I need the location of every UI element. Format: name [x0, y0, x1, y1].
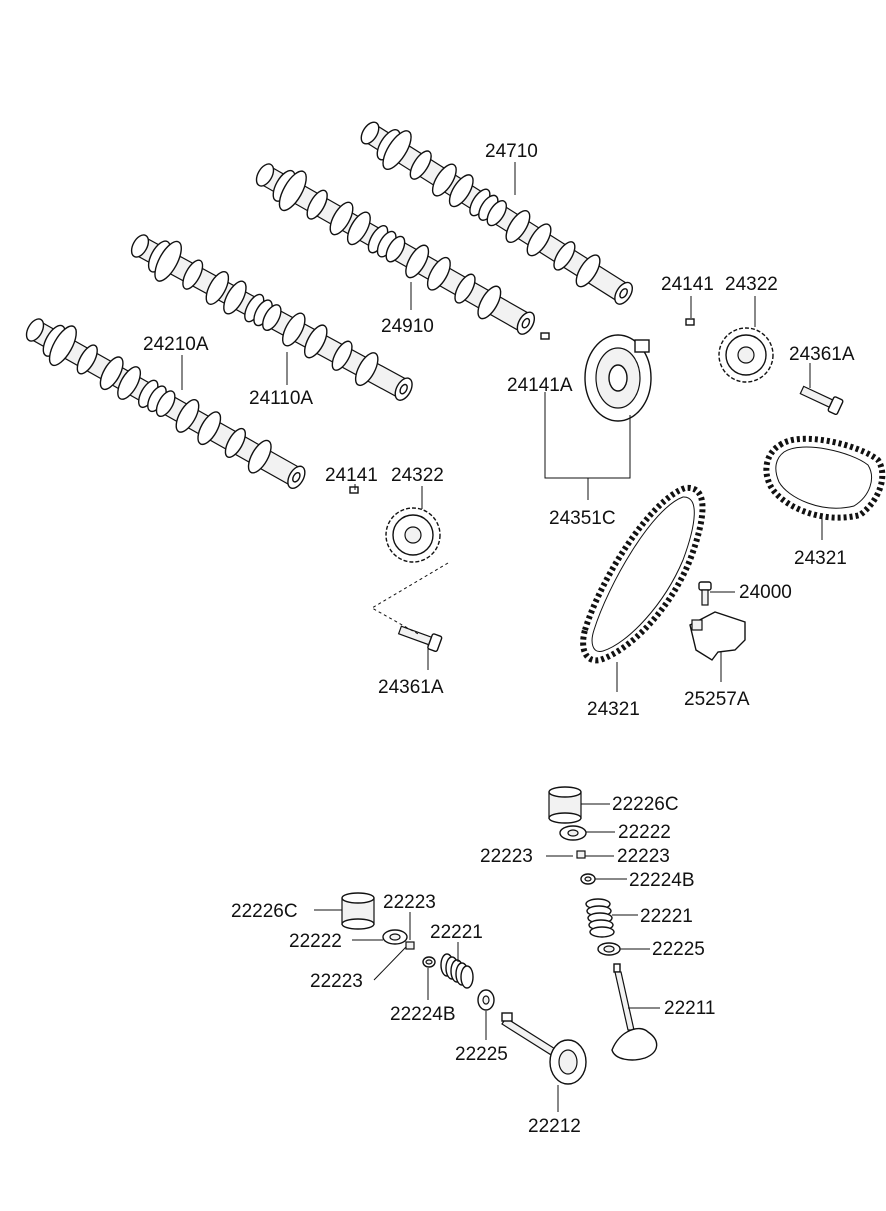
label-22225-right: 22225	[652, 939, 705, 960]
label-24321-right: 24321	[794, 548, 847, 569]
label-22222-right: 22222	[618, 822, 671, 843]
label-22212: 22212	[528, 1116, 581, 1137]
label-22223-right-left: 22223	[480, 846, 533, 867]
label-24000: 24000	[739, 582, 792, 603]
lifter-22226C-right	[548, 786, 582, 824]
label-24321-mid: 24321	[587, 699, 640, 720]
label-22221-right: 22221	[640, 906, 693, 927]
label-22225-left: 22225	[455, 1044, 508, 1065]
lifter-22226C-left	[341, 892, 375, 930]
label-24361A-top: 24361A	[789, 344, 855, 365]
seat-22225-right	[597, 942, 621, 956]
label-24110A: 24110A	[249, 388, 313, 409]
valve-22211	[611, 963, 658, 1061]
label-22221-left: 22221	[430, 922, 483, 943]
label-24210A: 24210A	[143, 334, 209, 355]
retainer-22222-right	[559, 825, 587, 841]
label-22226C-left: 22226C	[231, 901, 298, 922]
label-22211: 22211	[664, 998, 715, 1019]
pin-24141-top	[685, 318, 695, 326]
valve-22212	[501, 1012, 587, 1085]
keeper-22223-left	[405, 941, 415, 950]
pin-24141A	[540, 332, 550, 340]
leader-lines	[181, 162, 823, 1112]
seal-22224B-left	[422, 956, 436, 968]
label-24351C: 24351C	[549, 508, 616, 529]
label-22223-left-top: 22223	[383, 892, 436, 913]
label-22226C-right: 22226C	[612, 794, 679, 815]
label-24141A: 24141A	[507, 375, 573, 396]
sprocket-plate-24351C	[584, 334, 652, 422]
spring-22221-right	[585, 898, 615, 938]
label-22222-left: 22222	[289, 931, 342, 952]
label-22223-right-right: 22223	[617, 846, 670, 867]
label-24322-mid: 24322	[391, 465, 444, 486]
timing-chain-24321-mid	[580, 484, 706, 664]
sprocket-24322-mid	[385, 507, 441, 563]
sprocket-24322-top	[718, 327, 774, 383]
bolt-24361A-top	[797, 382, 845, 416]
pin-24141-mid	[349, 486, 359, 494]
spring-22221-left	[440, 953, 474, 989]
keeper-22223-right	[576, 850, 586, 859]
label-25257A: 25257A	[684, 689, 750, 710]
tensioner-bolt-24000	[698, 581, 712, 606]
label-24361A-mid: 24361A	[378, 677, 444, 698]
timing-chain-24321-right	[763, 435, 886, 521]
label-24710: 24710	[485, 141, 538, 162]
seal-22224B-right	[580, 873, 596, 885]
label-24322-top: 24322	[725, 274, 778, 295]
label-22224B-left: 22224B	[390, 1004, 456, 1025]
label-22223-left-low: 22223	[310, 971, 363, 992]
seat-22225-left	[477, 989, 495, 1011]
label-24141-mid: 24141	[325, 465, 378, 486]
bolt-24361A-mid	[396, 621, 443, 653]
label-22224B-right: 22224B	[629, 870, 695, 891]
label-24141-top: 24141	[661, 274, 714, 295]
chain-tensioner-25257A	[689, 611, 746, 661]
label-24910: 24910	[381, 316, 434, 337]
retainer-22222-left	[382, 929, 408, 945]
